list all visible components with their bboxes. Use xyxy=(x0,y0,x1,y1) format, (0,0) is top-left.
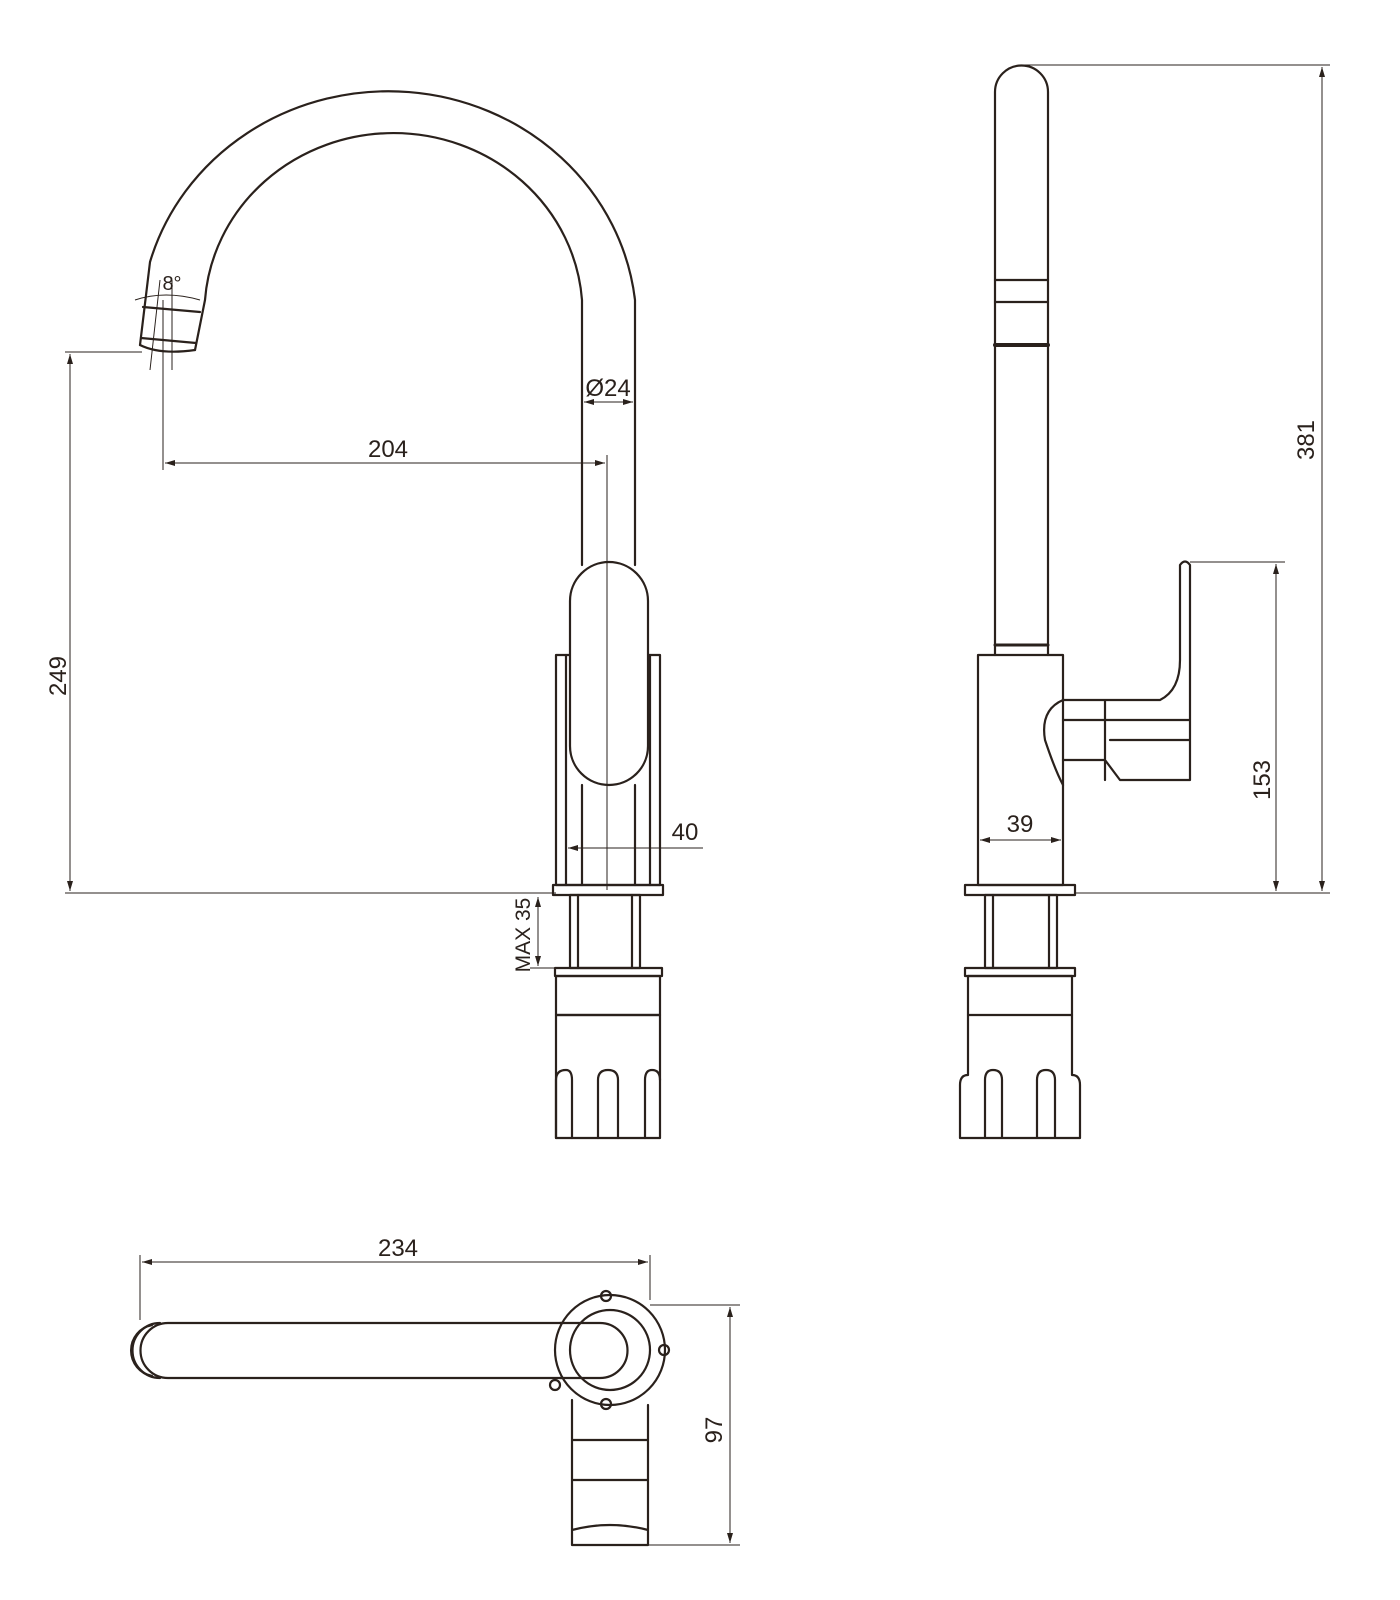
side-fluted-nut xyxy=(958,1013,1082,1140)
dim-body-depth: 39 xyxy=(1007,811,1034,838)
dim-spout-height: 249 xyxy=(45,656,72,696)
top-view: 234 97 xyxy=(130,1235,740,1547)
base-plate xyxy=(551,883,665,897)
lever xyxy=(568,560,650,787)
front-view: 204 249 Ø24 40 MAX 35 8° xyxy=(45,90,703,1140)
top-hub xyxy=(553,1293,667,1407)
side-spout xyxy=(993,64,1050,657)
shank xyxy=(568,893,642,970)
dim-body-width: 40 xyxy=(672,819,699,846)
dim-total-length: 234 xyxy=(378,1235,418,1262)
dim-spout-angle: 8° xyxy=(162,273,181,295)
spout-tip xyxy=(138,305,202,353)
side-view: 381 153 39 xyxy=(958,64,1330,1140)
top-lever xyxy=(570,1398,650,1547)
side-body xyxy=(976,653,1065,887)
dim-lever-height: 153 xyxy=(1249,760,1276,800)
dim-pipe-diameter: Ø24 xyxy=(585,375,630,402)
top-spout xyxy=(139,1321,622,1380)
side-lever xyxy=(1043,560,1192,787)
dim-total-height: 381 xyxy=(1293,420,1320,460)
dim-spout-reach: 204 xyxy=(368,436,408,463)
spout-outer xyxy=(138,90,637,567)
dim-max-counter: MAX 35 xyxy=(512,898,535,973)
dim-lever-projection: 97 xyxy=(701,1417,728,1444)
spout-inner xyxy=(193,131,584,567)
